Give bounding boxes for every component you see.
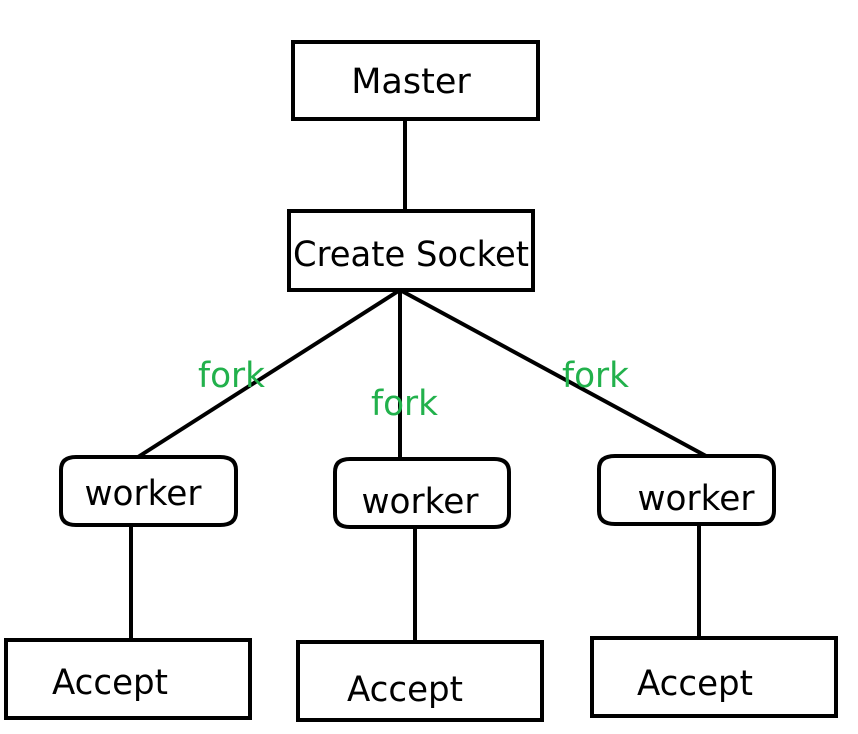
master-node: Master	[291, 40, 540, 121]
worker-label-left: worker	[85, 474, 203, 514]
accept-label-middle: Accept	[347, 670, 463, 710]
master-box	[291, 40, 540, 121]
accept-node-right: Accept	[590, 636, 838, 718]
fork-labels: fork fork fork	[198, 356, 630, 424]
accept-box-middle	[296, 640, 544, 722]
accept-label-left: Accept	[52, 663, 168, 703]
worker-box-middle	[333, 457, 511, 529]
fork-label-left: fork	[198, 356, 266, 396]
connectors	[129, 119, 707, 642]
edge-create-socket-to-worker-left	[136, 288, 402, 459]
create-socket-label: Create Socket	[293, 235, 529, 275]
accept-label-right: Accept	[637, 664, 753, 704]
worker-box-right	[597, 454, 776, 526]
edge-create-socket-to-worker-right	[399, 288, 707, 458]
worker-label-right: worker	[638, 479, 756, 519]
accept-box-left	[4, 638, 252, 720]
worker-label-middle: worker	[362, 482, 480, 522]
worker-node-right: worker	[597, 454, 776, 526]
accept-box-right	[590, 636, 838, 718]
create-socket-node: Create Socket	[287, 209, 535, 292]
fork-label-right: fork	[562, 356, 630, 396]
worker-node-left: worker	[59, 455, 238, 527]
master-label: Master	[351, 62, 471, 102]
accept-node-left: Accept	[4, 638, 252, 720]
worker-box-left	[59, 455, 238, 527]
fork-label-middle: fork	[371, 384, 439, 424]
create-socket-box	[287, 209, 535, 292]
worker-node-middle: worker	[333, 457, 511, 529]
accept-node-middle: Accept	[296, 640, 544, 722]
